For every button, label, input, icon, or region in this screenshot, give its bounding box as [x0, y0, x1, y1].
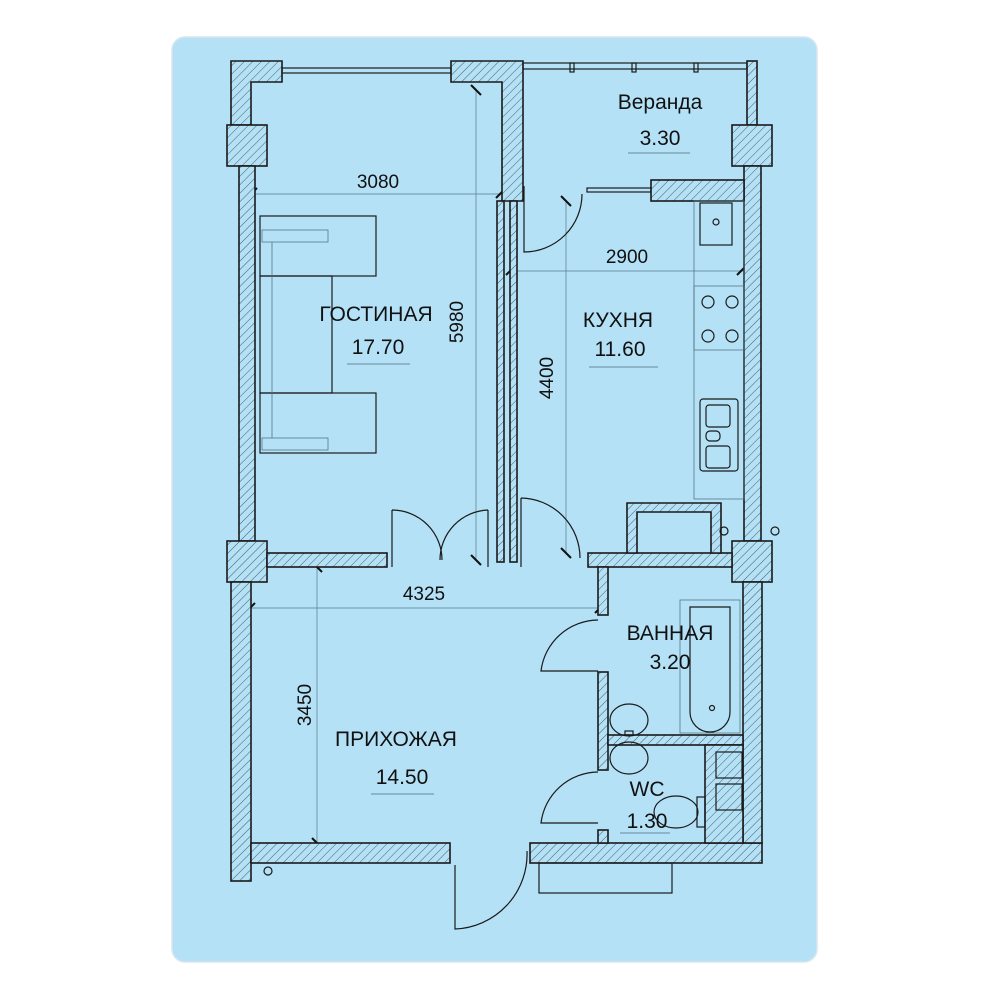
bathtub-icon: [679, 599, 741, 734]
room-name: ГОСТИНАЯ: [319, 303, 432, 326]
room-label-wc: WC 1.30: [620, 778, 670, 834]
riser-icon: [263, 866, 273, 876]
room-area: 11.60: [595, 338, 646, 361]
room-label-veranda: Веранда 3.30: [618, 91, 703, 154]
entry-cabinet: [538, 862, 673, 894]
room-area: 3.20: [650, 651, 691, 674]
room-name: ПРИХОЖАЯ: [335, 728, 457, 751]
riser-icon: [719, 526, 729, 536]
room-area: 1.30: [627, 810, 668, 833]
room-area: 17.70: [352, 336, 405, 359]
dimension-hall-width: 4325: [403, 584, 445, 605]
washbasin-icon: [609, 703, 649, 775]
room-name: ВАННАЯ: [627, 622, 714, 645]
room-label-hall: ПРИХОЖАЯ 14.50: [335, 728, 457, 795]
sofa-icon: [259, 215, 377, 454]
plan-background: [171, 36, 818, 963]
dimension-living-width: 3080: [357, 172, 399, 193]
windows: [281, 62, 748, 193]
sink-icon: [699, 398, 739, 472]
room-label-bathroom: ВАННАЯ 3.20: [627, 622, 714, 674]
room-area: 14.50: [376, 766, 429, 789]
room-label-kitchen: КУХНЯ 11.60: [583, 309, 658, 368]
walls: [226, 60, 773, 882]
room-name: Веранда: [618, 91, 703, 114]
room-name: WC: [630, 778, 665, 801]
room-area: 3.30: [640, 127, 681, 150]
dimension-kitchen-length: 4400: [537, 357, 558, 399]
stove-icon: [701, 295, 739, 343]
kitchen-counter-icon: [693, 200, 745, 500]
riser-icon: [770, 526, 780, 536]
dimension-living-length: 5980: [447, 301, 468, 343]
toilet-icon: [653, 751, 743, 829]
doors: [391, 186, 599, 930]
dimension-kitchen-width: 2900: [606, 247, 648, 268]
furniture: [259, 200, 780, 894]
dimension-hall-length: 3450: [295, 684, 316, 726]
room-label-living: ГОСТИНАЯ 17.70: [319, 303, 433, 365]
room-name: КУХНЯ: [583, 309, 653, 332]
